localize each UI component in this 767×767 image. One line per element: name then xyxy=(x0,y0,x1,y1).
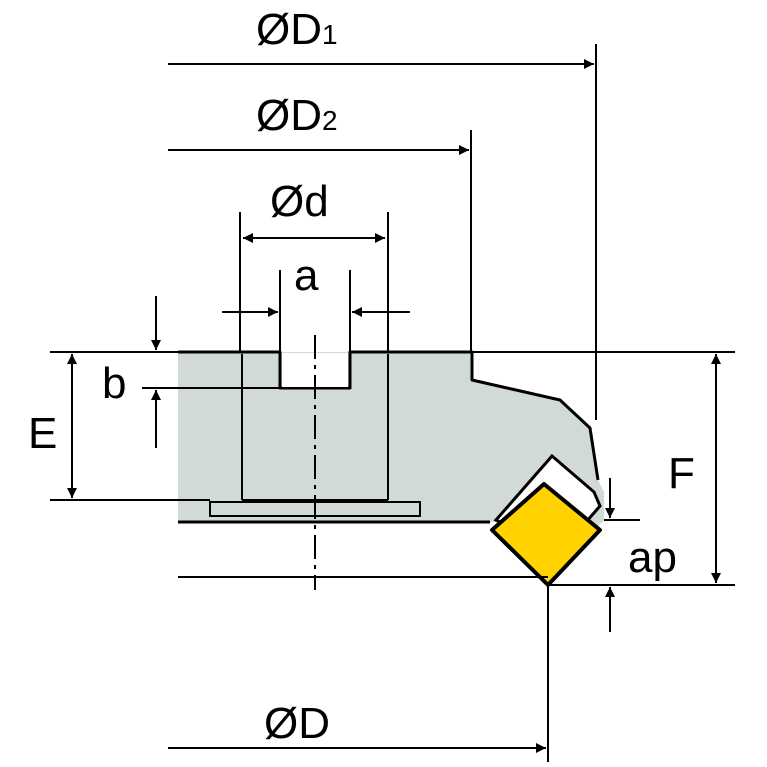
dimension-D: ØD xyxy=(168,585,549,762)
cutting-insert xyxy=(490,482,602,587)
dimension-E: E xyxy=(28,354,77,498)
dimension-D1: ØD1 xyxy=(168,5,597,420)
label-a: a xyxy=(294,251,319,300)
dimension-d: Ød xyxy=(239,177,389,352)
label-b: b xyxy=(102,359,126,408)
label-d: Ød xyxy=(270,177,329,226)
label-E: E xyxy=(28,409,57,458)
dimension-a: a xyxy=(222,251,410,352)
dimension-F: F xyxy=(668,354,721,583)
dimension-b: b xyxy=(102,296,161,448)
label-ap: ap xyxy=(628,533,677,582)
label-D: ØD xyxy=(264,699,330,748)
label-D2: ØD2 xyxy=(256,91,338,140)
dimension-D2: ØD2 xyxy=(168,91,472,352)
dimension-ap: ap xyxy=(604,478,677,632)
label-D1: ØD1 xyxy=(256,5,338,54)
label-F: F xyxy=(668,449,695,498)
